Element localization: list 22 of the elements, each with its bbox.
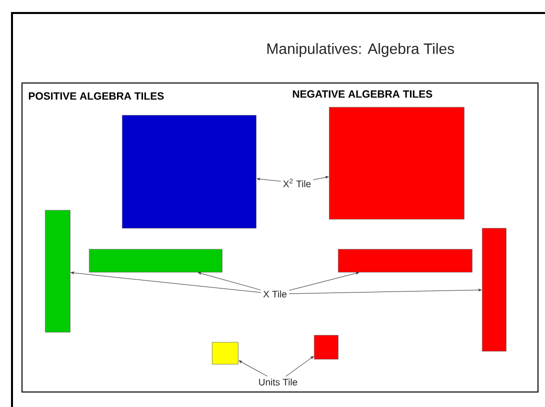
section-heading: POSITIVE ALGEBRA TILES [28, 92, 164, 100]
section-heading: NEGATIVE ALGEBRA TILES [292, 90, 432, 98]
arrow [288, 288, 482, 294]
tile-label: Units Tile [259, 378, 298, 386]
arrow [256, 178, 281, 182]
arrow [238, 360, 268, 377]
square-tile [329, 107, 464, 220]
arrow [198, 272, 262, 290]
bar-tile [338, 249, 472, 272]
unit-tile [212, 342, 238, 364]
tile-label: X Tile [263, 290, 287, 298]
arrow [313, 176, 329, 180]
tile-label: X$^{2}$ Tile [283, 178, 311, 188]
bar-tile [45, 210, 70, 332]
bar-tile [89, 249, 222, 272]
unit-tile [314, 335, 338, 360]
arrow [288, 272, 360, 291]
arrow [70, 272, 262, 293]
title: Manipulatives: Algebra Tiles [267, 43, 454, 57]
bar-tile [482, 228, 506, 352]
arrow [286, 356, 314, 377]
square-tile [122, 115, 256, 228]
